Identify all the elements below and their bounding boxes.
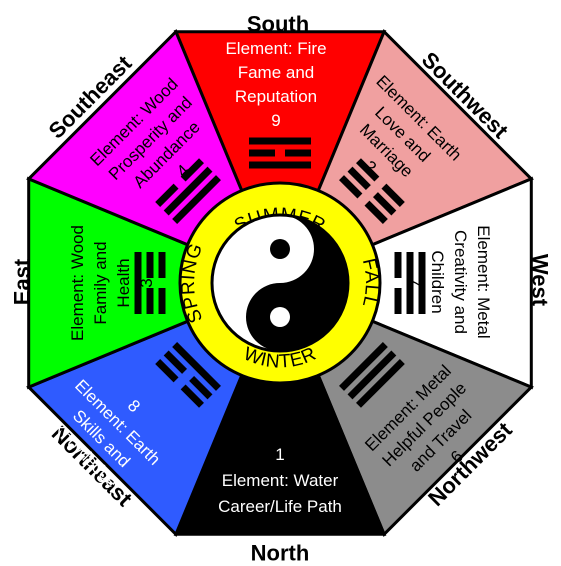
yin-yang-icon: [210, 213, 350, 353]
trigram-northwest-icon: [339, 342, 405, 408]
trigram-broken-line: [249, 397, 275, 405]
trigram-broken-line: [180, 384, 204, 408]
trigram-solid-line: [249, 161, 311, 169]
sector-label-line: Element: Metal: [474, 225, 493, 338]
trigram-solid-line: [418, 252, 426, 314]
sector-label-line: Element: Wood: [68, 225, 87, 341]
sector-label-line: Reputation: [235, 87, 317, 106]
trigram-solid-line: [249, 409, 311, 417]
trigram-broken-line: [285, 397, 311, 405]
trigram-broken-line: [158, 252, 166, 278]
trigram-broken-line: [394, 252, 402, 278]
sector-label-line: Health: [114, 258, 133, 307]
trigram-broken-line: [381, 183, 405, 207]
direction-east: East: [10, 258, 35, 305]
trigram-broken-line: [249, 149, 275, 157]
sector-label-line: 3: [137, 278, 156, 287]
trigram-broken-line: [347, 166, 371, 191]
sector-label-line: 7: [405, 277, 424, 286]
trigram-solid-line: [249, 137, 311, 145]
trigram-west-icon: [394, 252, 426, 314]
trigram-broken-line: [155, 359, 179, 383]
trigram-solid-line: [406, 252, 414, 314]
trigram-broken-line: [372, 192, 397, 216]
direction-west: West: [528, 254, 553, 307]
trigram-solid-line: [163, 166, 213, 216]
trigram-broken-line: [155, 183, 179, 207]
trigram-broken-line: [356, 158, 380, 182]
trigram-broken-line: [158, 288, 166, 314]
trigram-solid-line: [347, 350, 397, 400]
trigram-broken-line: [249, 421, 275, 429]
trigram-broken-line: [180, 158, 204, 182]
sector-label-line: Fame and: [238, 63, 315, 82]
trigram-northeast-icon: [155, 342, 221, 408]
trigram-solid-line: [356, 359, 405, 408]
trigram-southwest-icon: [339, 158, 405, 224]
trigram-broken-line: [339, 175, 363, 199]
trigram-solid-line: [339, 342, 388, 391]
trigram-broken-line: [394, 288, 402, 314]
sector-label-line: Element: Water: [222, 471, 339, 490]
sector-label-line: 1: [275, 445, 284, 464]
trigram-broken-line: [285, 421, 311, 429]
trigram-north-icon: [249, 397, 311, 429]
trigrams: [134, 137, 426, 429]
sector-label-west: Element: MetalCreativity andChildren 7: [405, 225, 493, 338]
sector-label-line: 9: [271, 111, 280, 130]
direction-north: North: [251, 541, 310, 562]
trigram-solid-line: [172, 342, 221, 391]
trigram-broken-line: [364, 200, 388, 224]
trigram-south-icon: [249, 137, 311, 169]
sector-label-line: Family and: [91, 241, 110, 324]
trigram-broken-line: [146, 288, 154, 314]
sector-label-line: Creativity and: [451, 230, 470, 334]
sector-label-line: Element: Fire: [225, 39, 326, 58]
trigram-southeast-icon: [155, 158, 221, 224]
center-number: 5: [284, 260, 293, 279]
trigram-broken-line: [146, 252, 154, 278]
sector-label-line: Children: [428, 250, 447, 313]
trigram-broken-line: [285, 149, 311, 157]
sector-label-line: Career/Life Path: [218, 497, 342, 516]
direction-south: South: [247, 12, 309, 37]
trigram-broken-line: [189, 375, 213, 400]
trigram-broken-line: [163, 350, 188, 374]
season-fall: FALL: [358, 257, 382, 310]
trigram-solid-line: [134, 252, 142, 314]
trigram-solid-line: [172, 175, 221, 224]
trigram-east-icon: [134, 252, 166, 314]
